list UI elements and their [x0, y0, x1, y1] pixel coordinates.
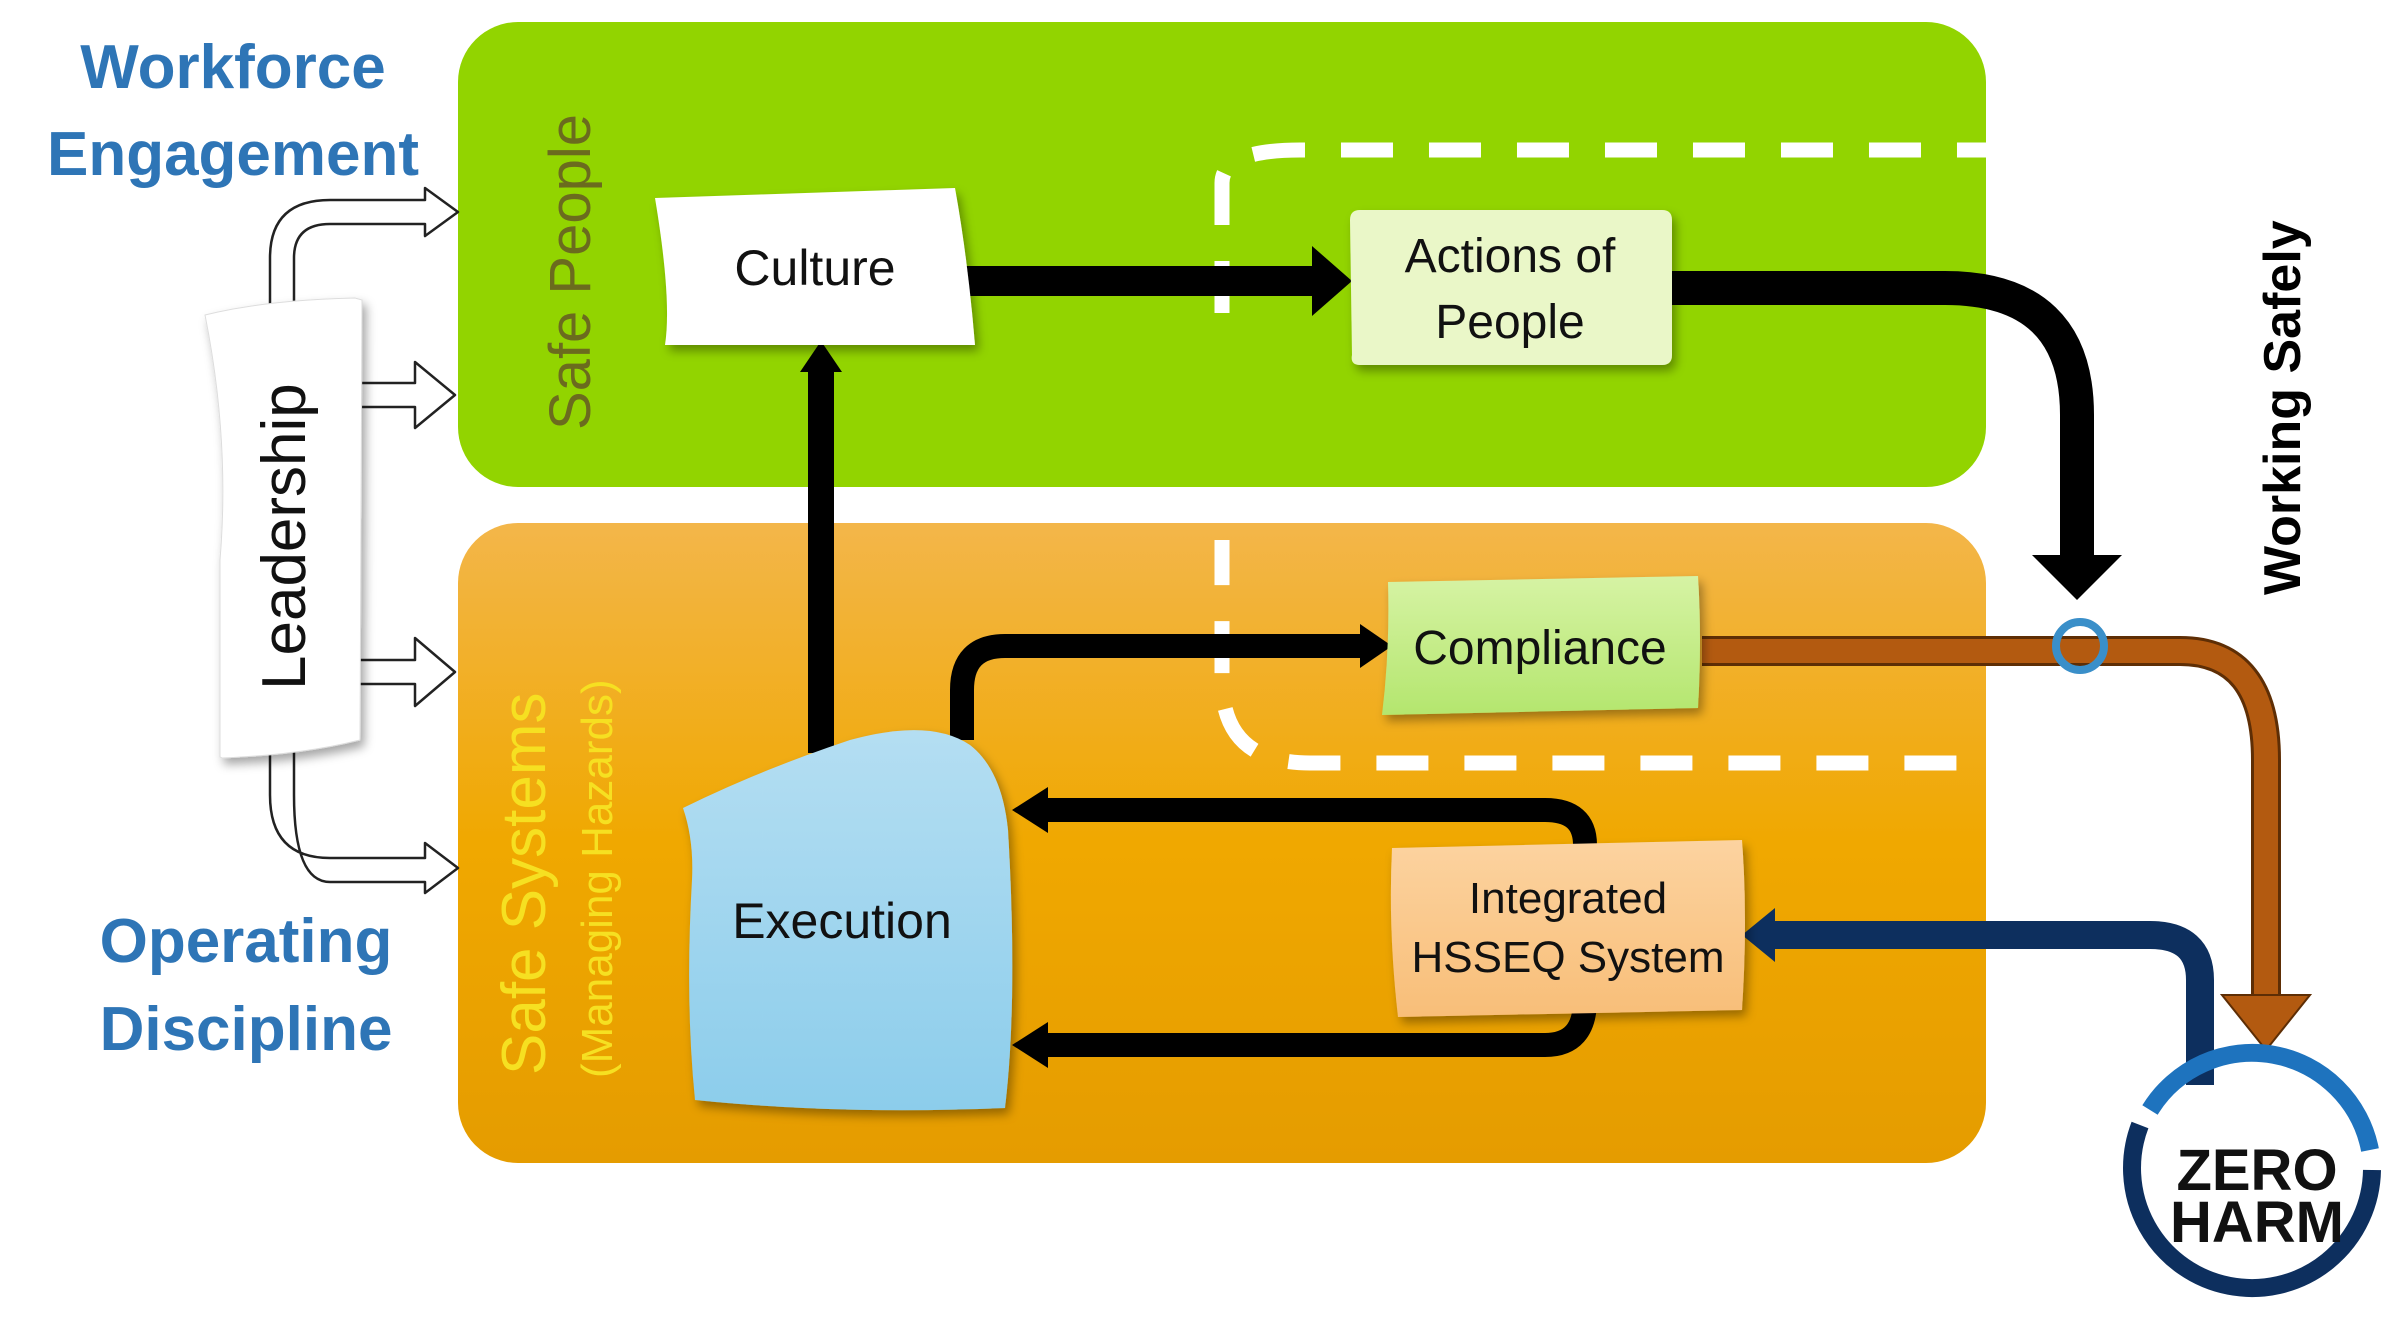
crossing-ring: [2052, 618, 2108, 674]
arrow-execution-to-culture-shaft: [808, 368, 834, 753]
leadership-hollow-arrows: [268, 186, 460, 895]
hollow-arrow-top: [268, 186, 460, 307]
hollow-arrow-lower-mid: [356, 636, 457, 708]
zero-harm-logo-ring-blue: [2142, 1043, 2379, 1152]
leadership-box: [204, 297, 363, 759]
arrow-actions-curve-head: [2032, 555, 2122, 600]
arrow-culture-to-actions-head: [1312, 246, 1352, 316]
actions-of-people-box: [1350, 210, 1672, 365]
leadership-label: Leadership: [250, 383, 319, 690]
arrow-execution-to-culture-head: [800, 341, 842, 372]
hsseq-box: [1390, 840, 1745, 1017]
hollow-arrow-bottom: [268, 748, 460, 895]
arrow-hsseq-to-execution-upper: [1045, 798, 1597, 846]
workforce-label-line1: Workforce: [80, 33, 386, 102]
arrow-execution-to-compliance: [950, 634, 1365, 740]
safe-systems-label: Safe Systems: [490, 693, 559, 1075]
actions-label-line2: People: [1435, 296, 1584, 349]
zero-harm-logo-line2: HARM: [2170, 1190, 2344, 1255]
arrow-culture-to-actions-shaft: [965, 266, 1317, 296]
operating-label-line1: Operating: [100, 907, 393, 976]
zero-harm-logo: ZERO HARM: [2123, 1043, 2381, 1320]
actions-label-line1: Actions of: [1405, 230, 1616, 283]
zero-harm-logo-line1: ZERO: [2176, 1138, 2337, 1203]
zero-harm-logo-ring-navy: [2123, 1121, 2381, 1297]
arrow-hsseq-to-execution-lower-head: [1012, 1022, 1048, 1068]
arrow-actions-curve: [1662, 271, 2094, 560]
execution-label: Execution: [732, 893, 952, 949]
hsseq-label-line2: HSSEQ System: [1412, 933, 1725, 982]
execution-box: [683, 730, 1013, 1111]
workforce-label-line2: Engagement: [47, 120, 419, 189]
operating-label-line2: Discipline: [100, 995, 393, 1064]
culture-box: [655, 188, 975, 345]
compliance-label: Compliance: [1413, 622, 1666, 675]
hsseq-label-line1: Integrated: [1469, 874, 1667, 923]
managing-hazards-label: (Managing Hazards): [573, 679, 622, 1078]
compliance-box: [1382, 576, 1700, 715]
safe-people-label: Safe People: [538, 114, 603, 430]
arrow-compliance-to-zero-harm-fill: [1702, 639, 2278, 1000]
arrow-compliance-to-zero-harm-head: [2219, 994, 2313, 1052]
arrow-zero-harm-to-hsseq-head: [1742, 908, 1775, 962]
hollow-arrow-upper-mid: [356, 360, 457, 430]
arrow-zero-harm-to-hsseq: [1770, 921, 2214, 1085]
safe-systems-panel: [458, 523, 1986, 1163]
arrow-execution-to-compliance-head: [1360, 624, 1392, 668]
arrow-hsseq-to-execution-upper-head: [1012, 787, 1048, 833]
working-safely-label: Working Safely: [2254, 220, 2312, 595]
culture-label: Culture: [734, 240, 895, 296]
